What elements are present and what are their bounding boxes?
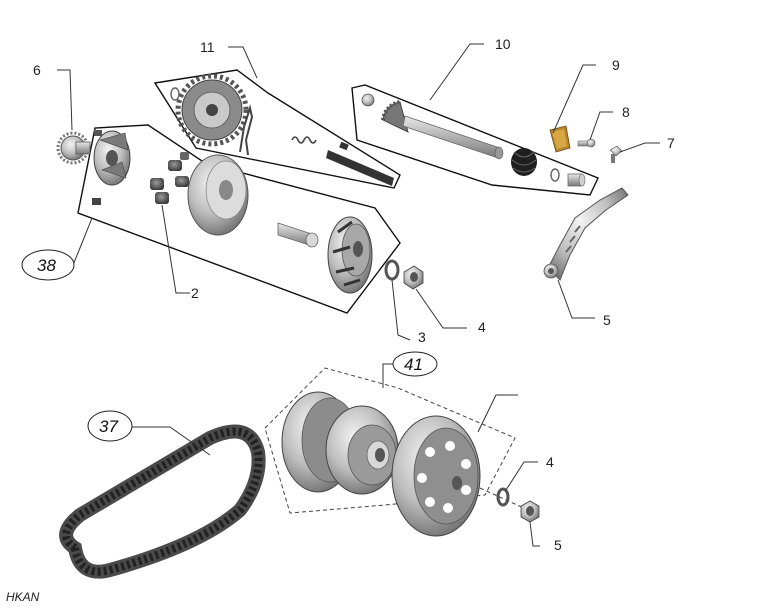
washer-3 xyxy=(384,259,400,281)
kickstarter-group-outline xyxy=(351,84,599,196)
small-washer-11 xyxy=(170,87,180,101)
bolt-8 xyxy=(577,138,596,148)
bolt-7 xyxy=(609,145,623,163)
callout-38: 38 xyxy=(37,256,56,275)
spring-clip xyxy=(239,104,254,156)
callout-5-upper: 5 xyxy=(603,312,611,328)
fixed-drive-face xyxy=(327,216,373,294)
gear-assembly-11-outline xyxy=(153,69,401,189)
callout-10: 10 xyxy=(495,36,511,52)
leader-lines xyxy=(57,43,660,547)
kick-shaft xyxy=(402,115,504,160)
nut-4 xyxy=(403,265,424,290)
movable-drive-face xyxy=(187,154,249,236)
clutch-group-outline xyxy=(264,367,516,514)
washer-4-lower xyxy=(496,487,510,507)
clutch-bell xyxy=(391,415,481,537)
shaft-11 xyxy=(326,141,394,186)
small-drive-gear xyxy=(56,131,91,165)
small-spring xyxy=(291,136,317,144)
callout-41: 41 xyxy=(404,355,423,374)
callout-37: 37 xyxy=(99,417,118,436)
callout-38-bubble: 38 xyxy=(21,249,75,281)
callout-5-lower: 5 xyxy=(554,537,562,553)
callout-7: 7 xyxy=(667,135,675,151)
nut-5-lower xyxy=(520,500,540,523)
kick-gear-segment xyxy=(381,100,409,133)
callout-3: 3 xyxy=(418,329,426,345)
kick-stopper-9 xyxy=(549,125,571,153)
large-gear-11 xyxy=(175,73,249,147)
callout-41-bubble: 41 xyxy=(392,351,438,377)
watermark-text: HKAN xyxy=(6,590,40,604)
callout-6: 6 xyxy=(33,62,41,78)
roller-weights xyxy=(150,152,189,204)
clutch-axis-line xyxy=(479,487,529,511)
callout-37-bubble: 37 xyxy=(87,410,133,442)
callout-4-lower: 4 xyxy=(546,454,554,470)
kick-washer xyxy=(550,168,560,182)
callout-4-upper: 4 xyxy=(478,319,486,335)
sleeve-bushing xyxy=(277,222,319,248)
callout-2: 2 xyxy=(191,285,199,301)
kick-bushing-2 xyxy=(567,173,586,187)
drive-pulley-group-outline xyxy=(77,124,401,314)
callout-11: 11 xyxy=(200,39,215,55)
kick-spring xyxy=(511,148,537,176)
callout-8: 8 xyxy=(622,104,630,120)
clutch-shoe-assembly xyxy=(325,405,399,495)
drive-belt xyxy=(59,424,266,579)
ramp-plate xyxy=(92,130,131,205)
kick-bushing xyxy=(361,93,375,107)
kick-lever xyxy=(543,187,629,281)
callout-9: 9 xyxy=(612,57,620,73)
